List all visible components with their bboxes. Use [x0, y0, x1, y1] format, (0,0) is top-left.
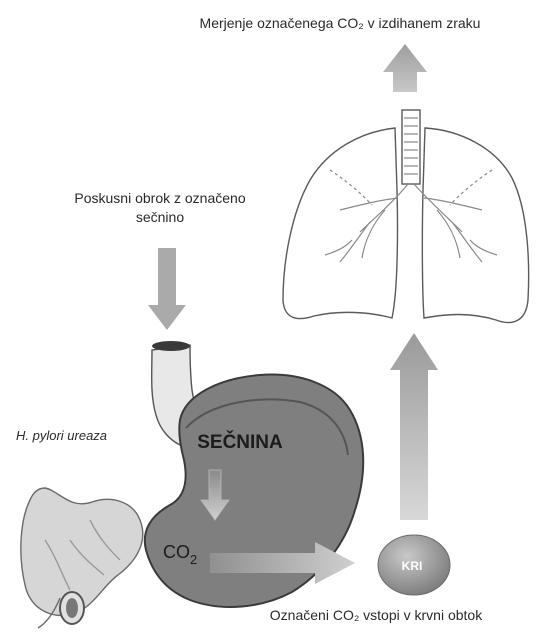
- exhale-arrow-icon: [383, 44, 427, 92]
- test-meal-caption-line2: sečnino: [136, 209, 184, 225]
- blood-label: KRI: [402, 559, 423, 573]
- co2-enters-blood-caption: Označeni CO₂ vstopi v krvni obtok: [270, 607, 483, 623]
- breath-measurement-caption: Merjenje označenega CO₂ v izdihanem zrak…: [200, 15, 481, 31]
- h-pylori-urease-label: H. pylori ureaza: [16, 428, 107, 443]
- co2-label-base: CO: [163, 542, 190, 562]
- blood-to-lungs-arrow-icon: [390, 333, 438, 520]
- test-meal-caption-line1: Poskusni obrok z označeno: [74, 190, 245, 206]
- duodenum-loop-icon: [60, 592, 84, 624]
- co2-label-subscript: 2: [190, 552, 197, 567]
- urea-label: SEČNINA: [197, 431, 283, 453]
- down-arrow-icon: [148, 248, 186, 330]
